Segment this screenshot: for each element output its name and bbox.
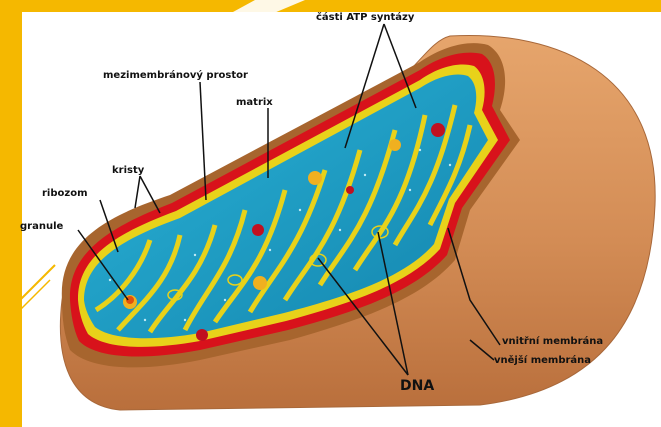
label-outer-membrane: vnější membrána	[494, 355, 591, 367]
label-cristae: kristy	[112, 165, 144, 177]
label-granule: granule	[20, 221, 63, 233]
label-matrix: matrix	[236, 97, 273, 109]
label-intermembrane-space: mezimembránový prostor	[103, 70, 248, 82]
label-dna: DNA	[400, 378, 434, 394]
label-atp-synthase: části ATP syntázy	[316, 12, 414, 24]
label-ribosome: ribozom	[42, 188, 88, 200]
label-inner-membrane: vnitřní membrána	[502, 336, 603, 348]
